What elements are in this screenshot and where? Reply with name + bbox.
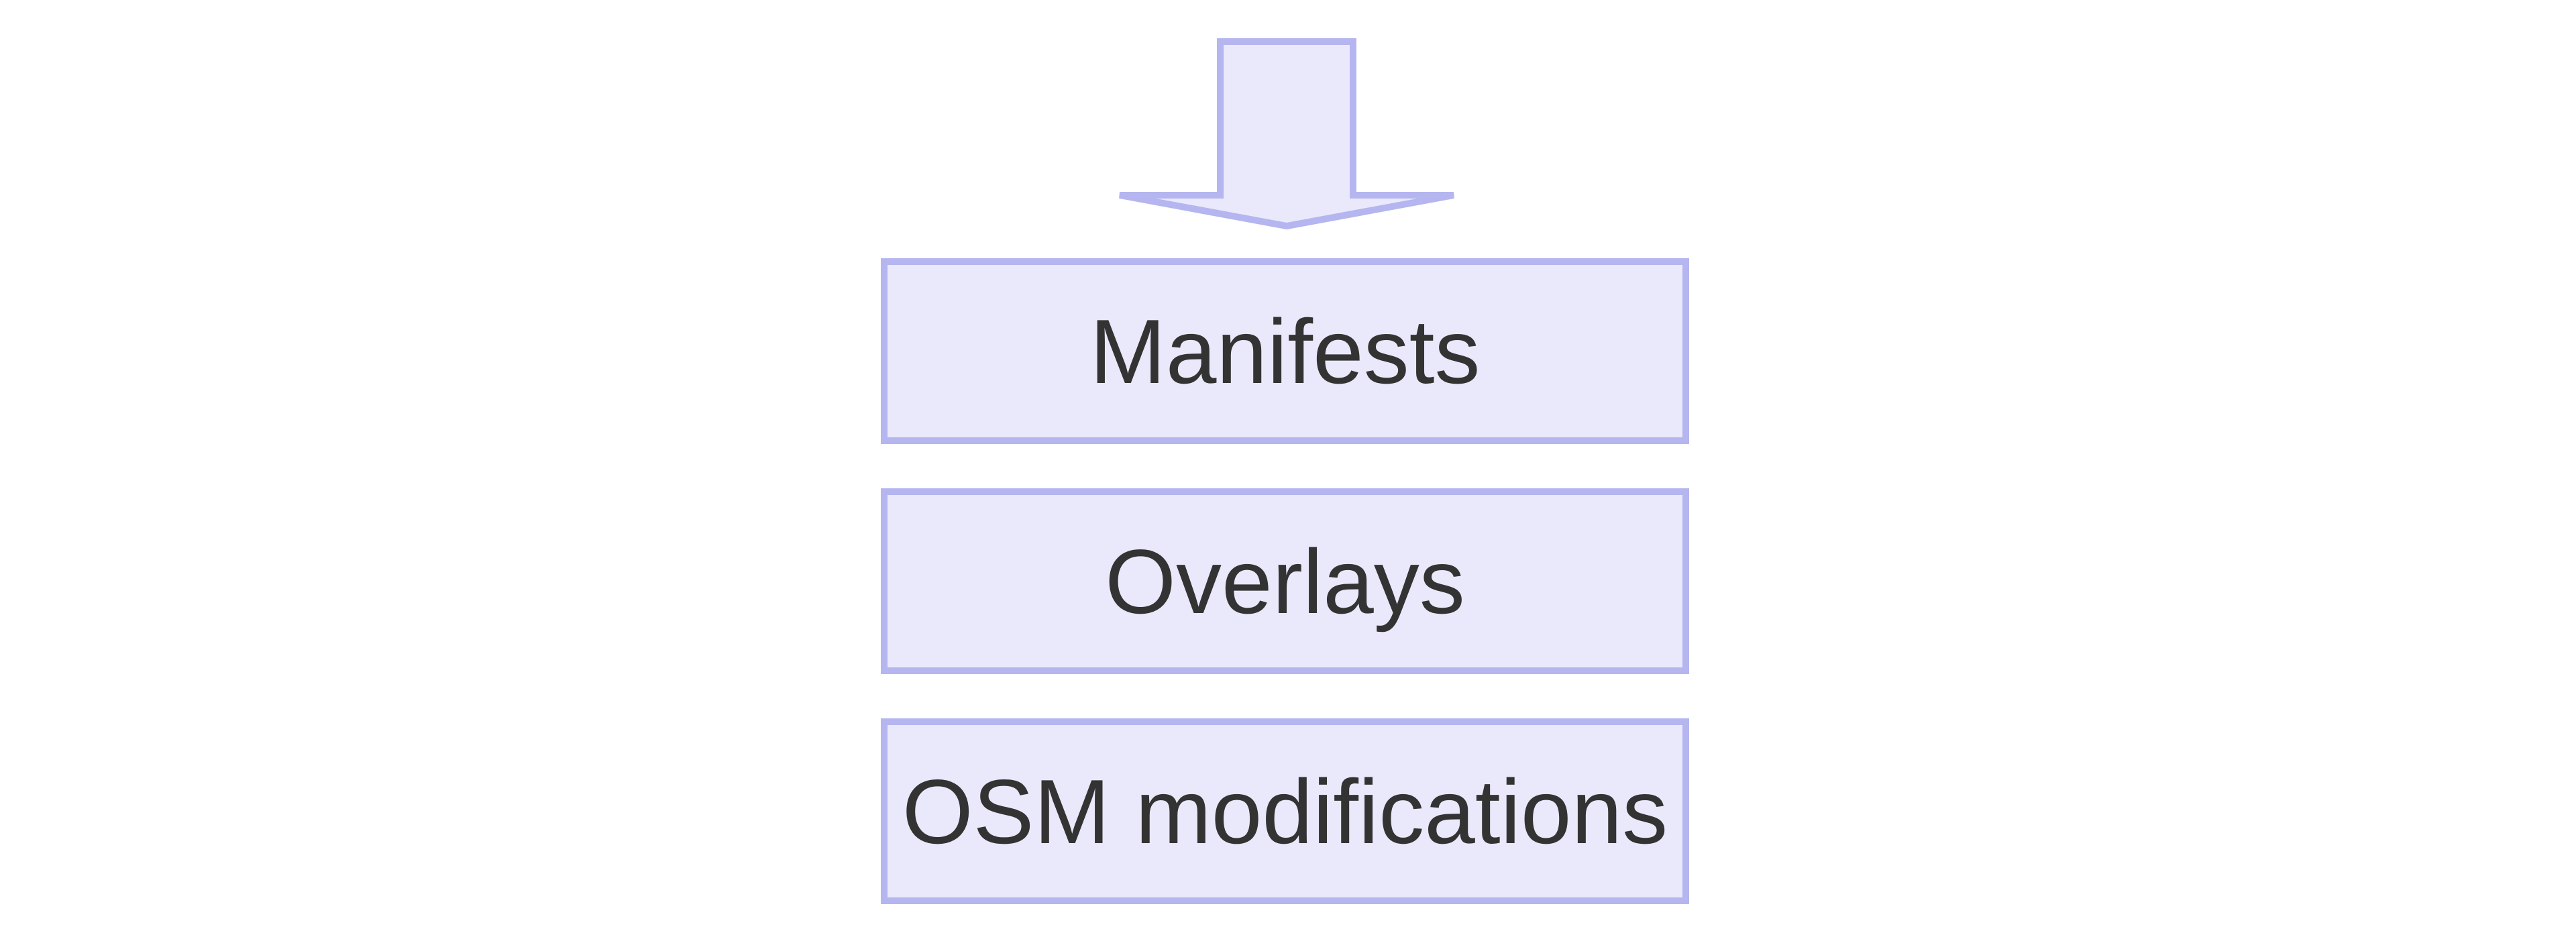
node-overlays: Overlays: [881, 488, 1689, 674]
node-label: Manifests: [1089, 300, 1481, 402]
down-arrow-icon: [1119, 38, 1454, 230]
node-label: Overlays: [1105, 530, 1465, 632]
node-manifests: Manifests: [881, 258, 1689, 444]
node-osm-modifications: OSM modifications: [881, 718, 1689, 904]
node-label: OSM modifications: [902, 760, 1668, 863]
